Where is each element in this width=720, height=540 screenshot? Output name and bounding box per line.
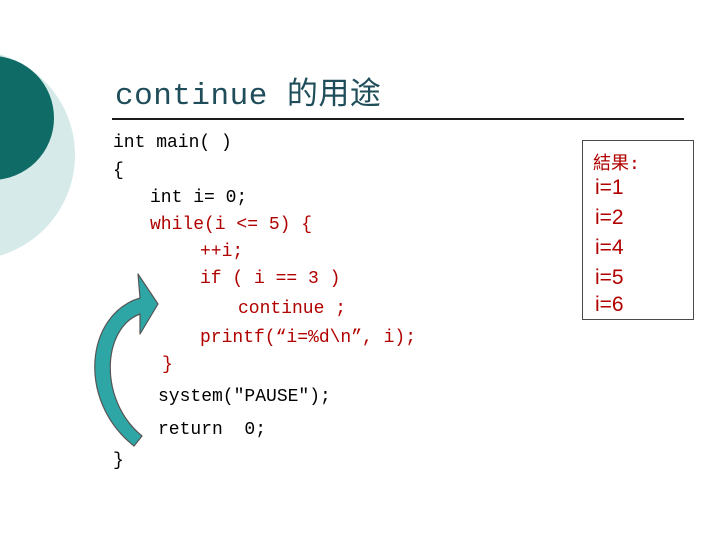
code-line-12: } <box>113 451 124 471</box>
code-line-9: } <box>162 355 173 375</box>
code-line-4: while(i <= 5) { <box>150 215 313 235</box>
result-line-4: i=5 <box>595 266 624 289</box>
result-line-5: i=6 <box>595 293 624 316</box>
code-line-11: return 0; <box>158 420 267 440</box>
code-line-2: { <box>113 161 124 181</box>
code-line-8: printf(“i=%d\n”, i); <box>200 328 417 348</box>
decor-circle-dark <box>0 56 54 180</box>
code-line-1: int main( ) <box>113 133 232 153</box>
result-line-2: i=2 <box>595 206 624 229</box>
result-box: 結果: i=1 i=2 i=4 i=5 i=6 <box>582 140 694 320</box>
result-line-3: i=4 <box>595 236 624 259</box>
title-divider <box>112 118 684 120</box>
code-line-7: continue ; <box>238 299 347 319</box>
curved-loop-arrow-icon <box>94 273 159 447</box>
slide-title: continue 的用途 <box>115 79 382 114</box>
decorative-circles <box>0 54 75 256</box>
code-line-3: int i= 0; <box>150 188 248 208</box>
result-line-1: i=1 <box>595 176 624 199</box>
code-line-10: system("PAUSE"); <box>158 387 331 407</box>
code-line-5: ++i; <box>200 242 244 262</box>
result-label: 結果: <box>593 153 640 174</box>
code-line-6: if ( i == 3 ) <box>200 269 341 289</box>
